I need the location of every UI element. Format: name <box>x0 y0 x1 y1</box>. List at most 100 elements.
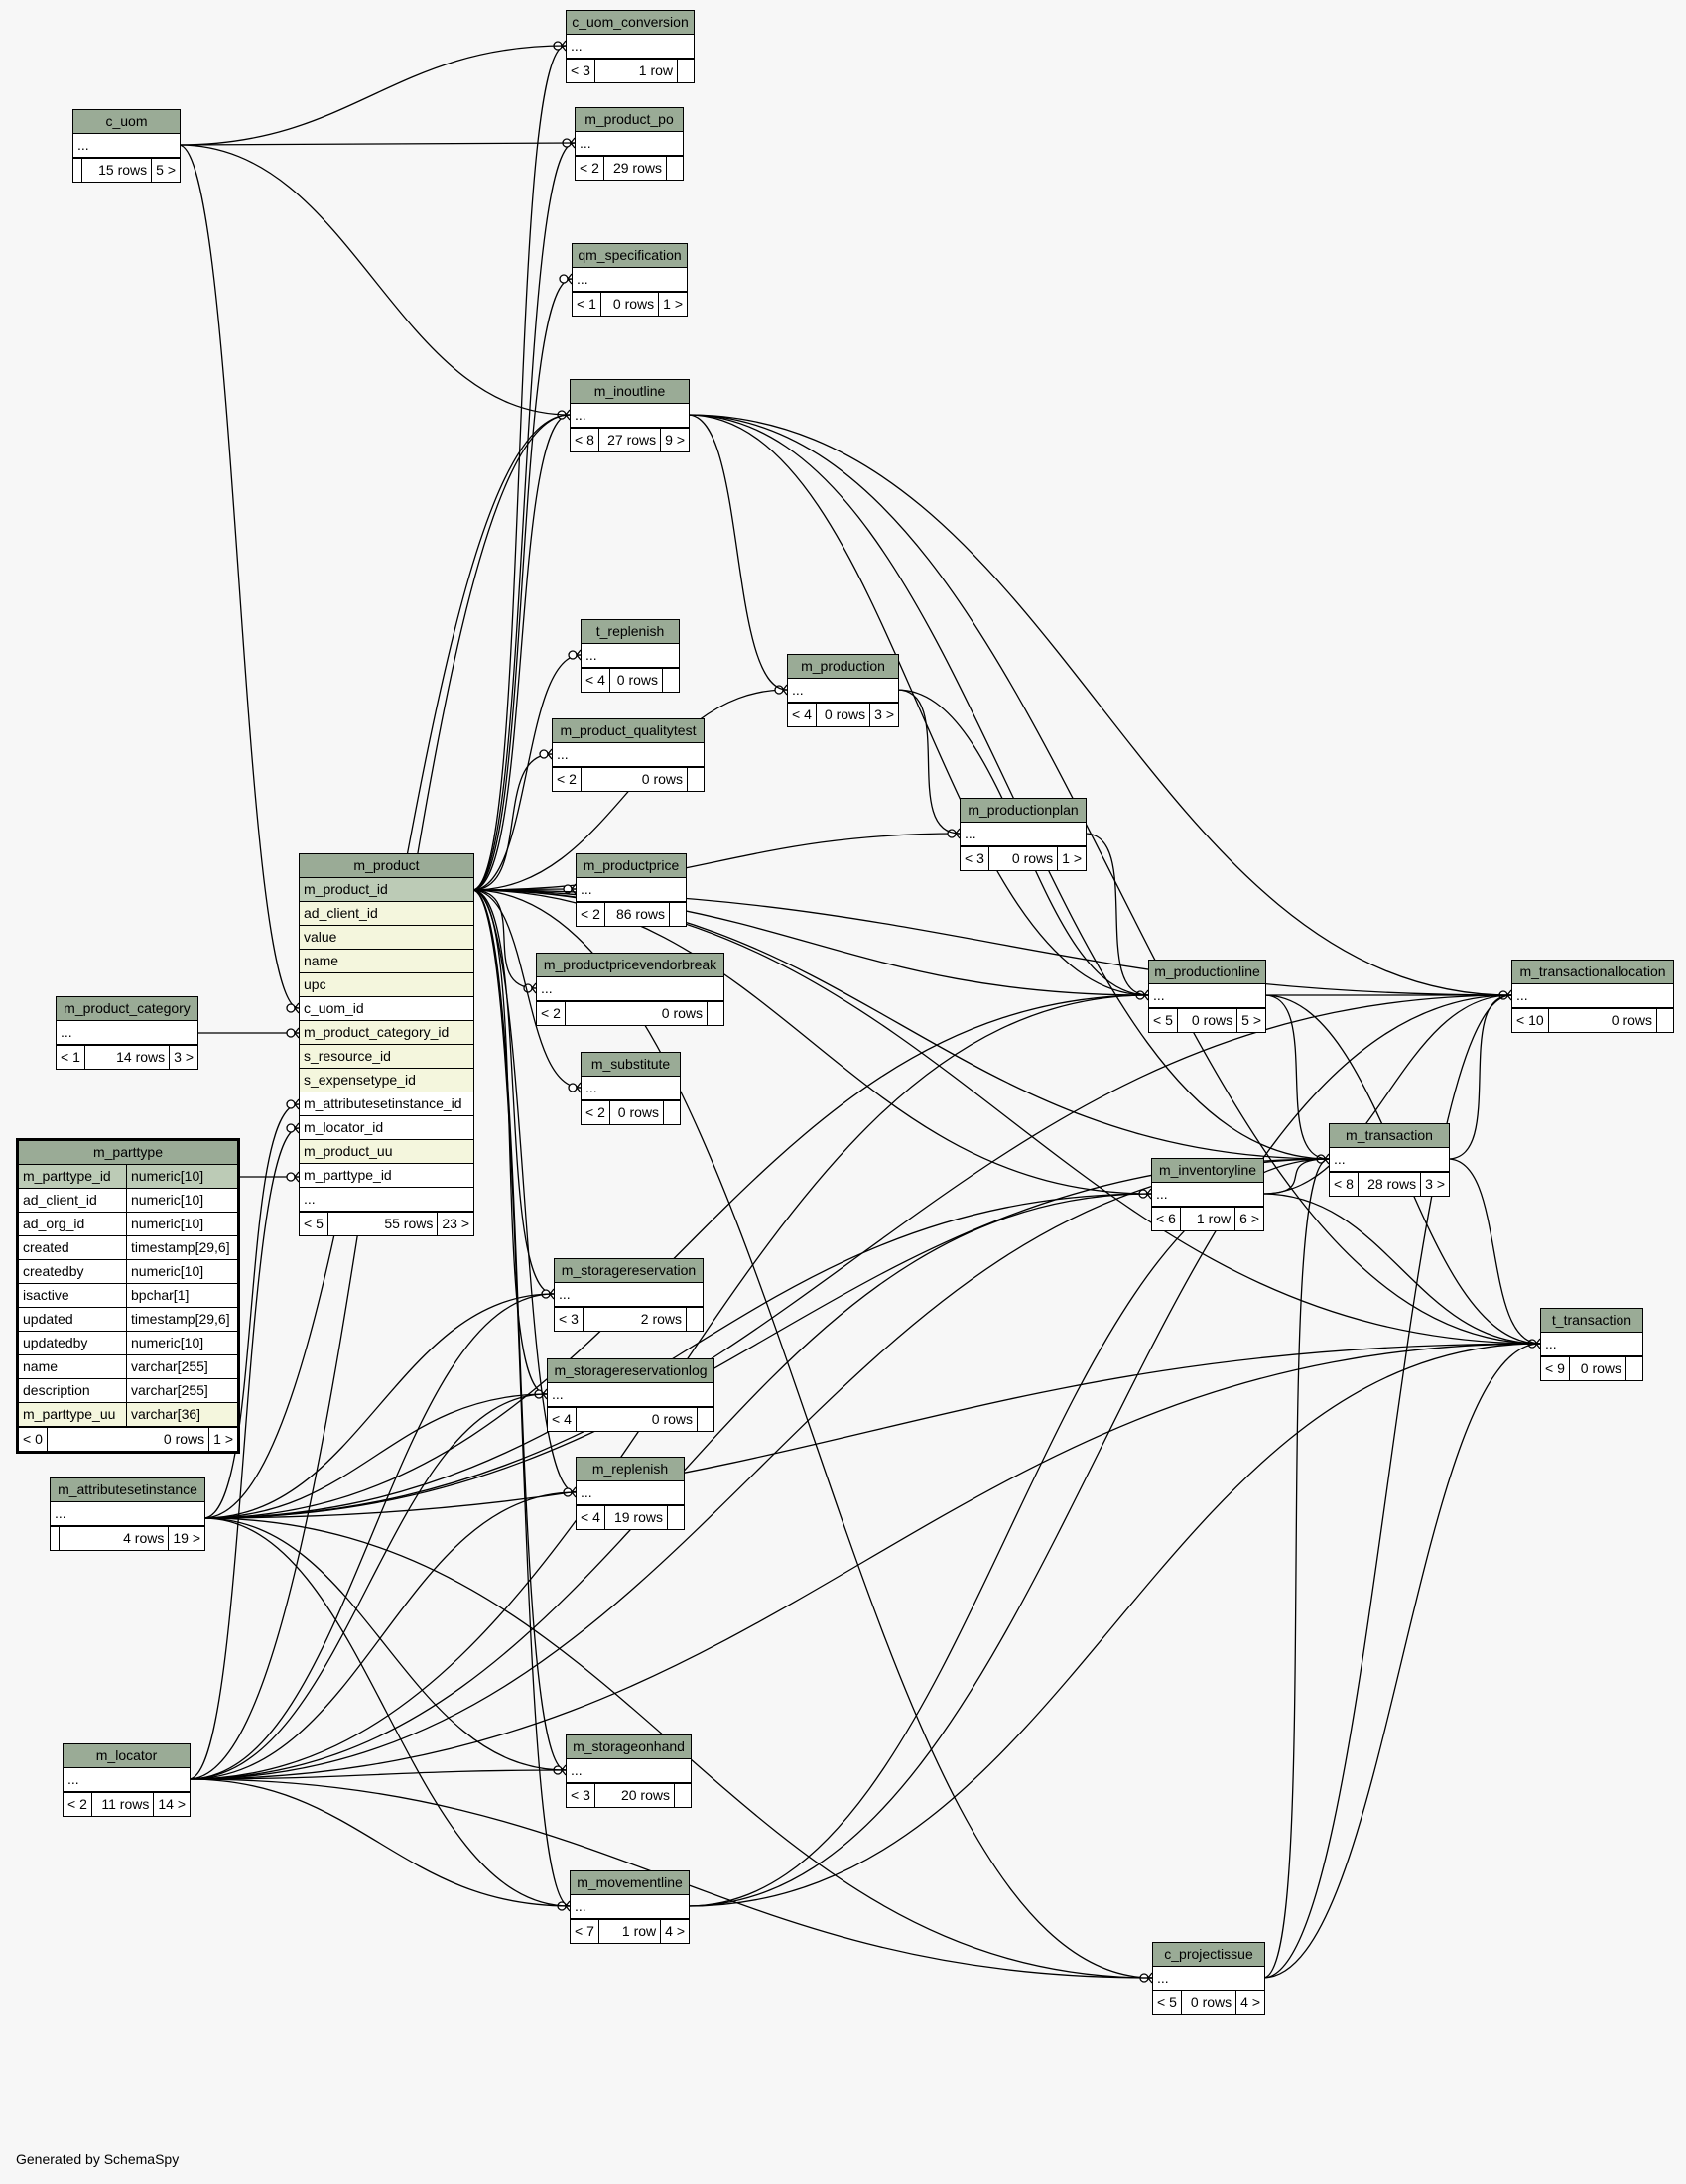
children-link[interactable]: 14 > <box>158 1796 186 1812</box>
table-title[interactable]: m_storagereservationlog <box>548 1359 713 1383</box>
table-title[interactable]: c_uom <box>73 110 180 134</box>
children-link[interactable]: 4 > <box>1240 1994 1260 2010</box>
parents-link[interactable]: < 4 <box>582 669 610 692</box>
table-title[interactable]: m_productionline <box>1149 961 1265 984</box>
children-link[interactable] <box>708 1002 723 1025</box>
parents-link[interactable]: < 4 <box>788 704 817 726</box>
children-link[interactable] <box>688 768 704 791</box>
table-title[interactable]: m_inventoryline <box>1152 1159 1263 1183</box>
children-link[interactable]: 5 > <box>156 162 176 178</box>
children-link[interactable]: 1 > <box>663 296 683 312</box>
parents-link[interactable]: < 2 <box>576 157 604 180</box>
parents-link[interactable]: < 8 <box>1330 1173 1359 1196</box>
table-title[interactable]: m_transactionallocation <box>1512 961 1673 984</box>
table-title[interactable]: m_storagereservation <box>555 1259 703 1283</box>
children-link[interactable]: 5 > <box>1241 1012 1261 1028</box>
parents-link[interactable]: < 10 <box>1512 1009 1549 1032</box>
table-title[interactable]: t_transaction <box>1541 1309 1642 1333</box>
children-link[interactable] <box>687 1308 703 1331</box>
parents-link[interactable]: < 3 <box>567 1784 595 1807</box>
parents-link[interactable]: < 3 <box>567 60 595 82</box>
table-title[interactable]: m_product_category <box>57 997 197 1021</box>
parents-link[interactable]: < 8 <box>571 429 599 451</box>
children-link[interactable]: 3 > <box>1425 1176 1445 1192</box>
children-link[interactable] <box>663 669 679 692</box>
children-link[interactable] <box>675 1784 691 1807</box>
parents-link[interactable]: < 7 <box>571 1920 599 1943</box>
children-link[interactable]: 23 > <box>442 1216 469 1231</box>
table-title[interactable]: m_production <box>788 655 898 679</box>
parents-link[interactable]: < 6 <box>1152 1208 1181 1230</box>
children-link[interactable]: 4 > <box>665 1923 685 1939</box>
table-title[interactable]: m_transaction <box>1330 1124 1449 1148</box>
parents-link[interactable]: < 2 <box>64 1793 92 1816</box>
parents-link[interactable]: < 2 <box>537 1002 566 1025</box>
parents-link[interactable]: < 1 <box>57 1046 85 1069</box>
parents-link[interactable]: < 5 <box>300 1213 328 1235</box>
table-title[interactable]: m_productprice <box>577 854 686 878</box>
table-title[interactable]: m_substitute <box>582 1053 680 1077</box>
parents-link[interactable]: < 4 <box>577 1506 605 1529</box>
table-title[interactable]: m_productpricevendorbreak <box>537 954 723 977</box>
children-link[interactable] <box>678 60 694 82</box>
children-link[interactable]: 9 > <box>665 432 685 448</box>
table-title[interactable]: m_productionplan <box>961 799 1086 823</box>
parents-link[interactable] <box>73 159 82 182</box>
table-title[interactable]: m_storageonhand <box>567 1735 691 1759</box>
parents-link[interactable]: < 5 <box>1153 1991 1182 2014</box>
table-title[interactable]: m_locator <box>64 1744 190 1768</box>
parents-link[interactable]: < 4 <box>548 1408 577 1431</box>
children-link[interactable]: 1 > <box>1062 850 1082 866</box>
parents-link[interactable]: < 3 <box>555 1308 584 1331</box>
children-link[interactable] <box>1626 1357 1642 1380</box>
table-title[interactable]: m_inoutline <box>571 380 689 404</box>
children-link[interactable] <box>667 157 683 180</box>
parents-link[interactable]: < 2 <box>582 1101 610 1124</box>
table-title[interactable]: m_product_qualitytest <box>553 719 704 743</box>
children-link[interactable]: 3 > <box>174 1049 194 1065</box>
children-link[interactable]: 19 > <box>173 1530 200 1546</box>
children-link[interactable] <box>1657 1009 1673 1032</box>
table-title[interactable]: m_movementline <box>571 1871 689 1895</box>
parents-link[interactable]: < 1 <box>573 293 601 316</box>
table-title[interactable]: t_replenish <box>582 620 679 644</box>
table-title[interactable]: m_replenish <box>577 1458 684 1481</box>
children-link[interactable] <box>664 1101 680 1124</box>
parents-link[interactable]: < 0 <box>19 1428 48 1451</box>
children-link[interactable]: 6 > <box>1239 1211 1259 1226</box>
children-link[interactable]: 1 > <box>213 1431 233 1447</box>
children-link[interactable]: 3 > <box>874 707 894 722</box>
parents-link[interactable]: < 5 <box>1149 1009 1178 1032</box>
children-link[interactable] <box>668 1506 684 1529</box>
parents-link[interactable] <box>51 1527 60 1550</box>
table-title[interactable]: c_uom_conversion <box>567 11 694 35</box>
parents-link[interactable]: < 9 <box>1541 1357 1570 1380</box>
